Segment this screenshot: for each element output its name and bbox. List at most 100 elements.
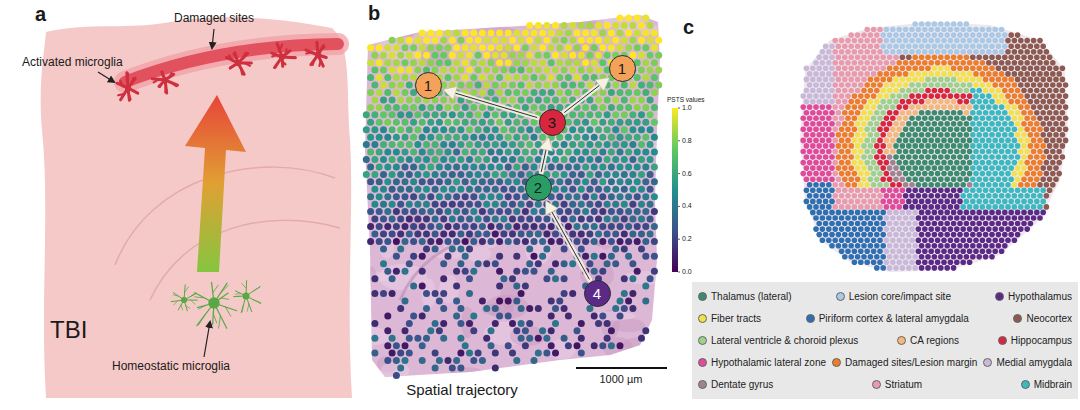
spot [505, 59, 512, 66]
spot [436, 298, 443, 305]
cluster-spot [986, 104, 992, 110]
spot [539, 208, 546, 215]
spot [453, 149, 460, 156]
spot [531, 59, 538, 66]
spot [608, 238, 615, 245]
cluster-spot [909, 71, 915, 77]
cluster-spot [1034, 43, 1040, 49]
cluster-spot [816, 55, 822, 61]
spot [483, 82, 490, 89]
cluster-spot [916, 38, 922, 44]
microglia-process [160, 83, 162, 87]
spot [578, 111, 585, 118]
cluster-spot [960, 27, 966, 33]
spot [367, 164, 374, 171]
spot [518, 141, 525, 148]
spot [453, 312, 460, 319]
spot [432, 350, 439, 357]
spot [479, 134, 486, 141]
cluster-spot [983, 55, 989, 61]
cluster-spot [919, 99, 925, 105]
spot [612, 111, 619, 118]
spot [608, 149, 615, 156]
spot [406, 82, 413, 89]
spot [419, 119, 426, 126]
spot [595, 171, 602, 178]
cluster-spot [884, 71, 890, 77]
cluster-spot [996, 99, 1002, 105]
cluster-spot [1060, 99, 1066, 105]
tissue-section [800, 22, 1068, 272]
cluster-spot [967, 82, 973, 88]
spot [505, 178, 512, 185]
microglia-process [280, 44, 283, 50]
spot [475, 350, 482, 357]
spot [535, 201, 542, 208]
spot [432, 201, 439, 208]
cluster-spot [890, 71, 896, 77]
cluster-spot [1002, 66, 1008, 72]
cluster-spot [925, 88, 931, 94]
spot [642, 327, 649, 334]
spot [509, 231, 516, 238]
spot [436, 29, 443, 36]
spot [414, 141, 421, 148]
cluster-spot [1028, 43, 1034, 49]
spot [651, 253, 658, 260]
spot [453, 119, 460, 126]
spot [488, 89, 495, 96]
spot [531, 357, 538, 364]
spot [410, 253, 417, 260]
spot [380, 96, 387, 103]
spot [535, 67, 542, 74]
spot [574, 119, 581, 126]
spot [625, 89, 632, 96]
cluster-spot [957, 99, 963, 105]
spot [427, 59, 434, 66]
spot [526, 335, 533, 342]
spot [488, 74, 495, 81]
spot [518, 67, 525, 74]
spot [371, 156, 378, 163]
spot [513, 178, 520, 185]
cluster-spot [829, 43, 835, 49]
microglia-process [129, 94, 131, 99]
spot [414, 171, 421, 178]
cluster-spot [1044, 49, 1050, 55]
cluster-spot [1024, 49, 1030, 55]
spot [647, 111, 654, 118]
spot [552, 260, 559, 267]
cluster-spot [948, 93, 954, 99]
microglia-process [233, 54, 236, 58]
spot [565, 119, 572, 126]
cluster-spot [874, 66, 880, 72]
cluster-spot [922, 49, 928, 55]
spot [599, 342, 606, 349]
spot [543, 245, 550, 252]
cluster-spot [845, 82, 851, 88]
cluster-spot [1037, 49, 1043, 55]
spot [393, 268, 400, 275]
cluster-spot [890, 60, 896, 66]
spot [414, 186, 421, 193]
spot [483, 141, 490, 148]
spot [440, 305, 447, 312]
cluster-spot [980, 71, 986, 77]
cluster-spot [980, 49, 986, 55]
spot [569, 67, 576, 74]
spot [518, 335, 525, 342]
spot [505, 29, 512, 36]
spot [561, 82, 568, 89]
spot [617, 178, 624, 185]
spot [393, 59, 400, 66]
spot [397, 52, 404, 59]
spot [492, 320, 499, 327]
cluster-spot [842, 77, 848, 83]
spot [457, 201, 464, 208]
cluster-spot [880, 77, 886, 83]
cluster-spot [960, 71, 966, 77]
cluster-spot [983, 32, 989, 38]
spot [367, 178, 374, 185]
cluster-spot [922, 71, 928, 77]
spot [427, 119, 434, 126]
